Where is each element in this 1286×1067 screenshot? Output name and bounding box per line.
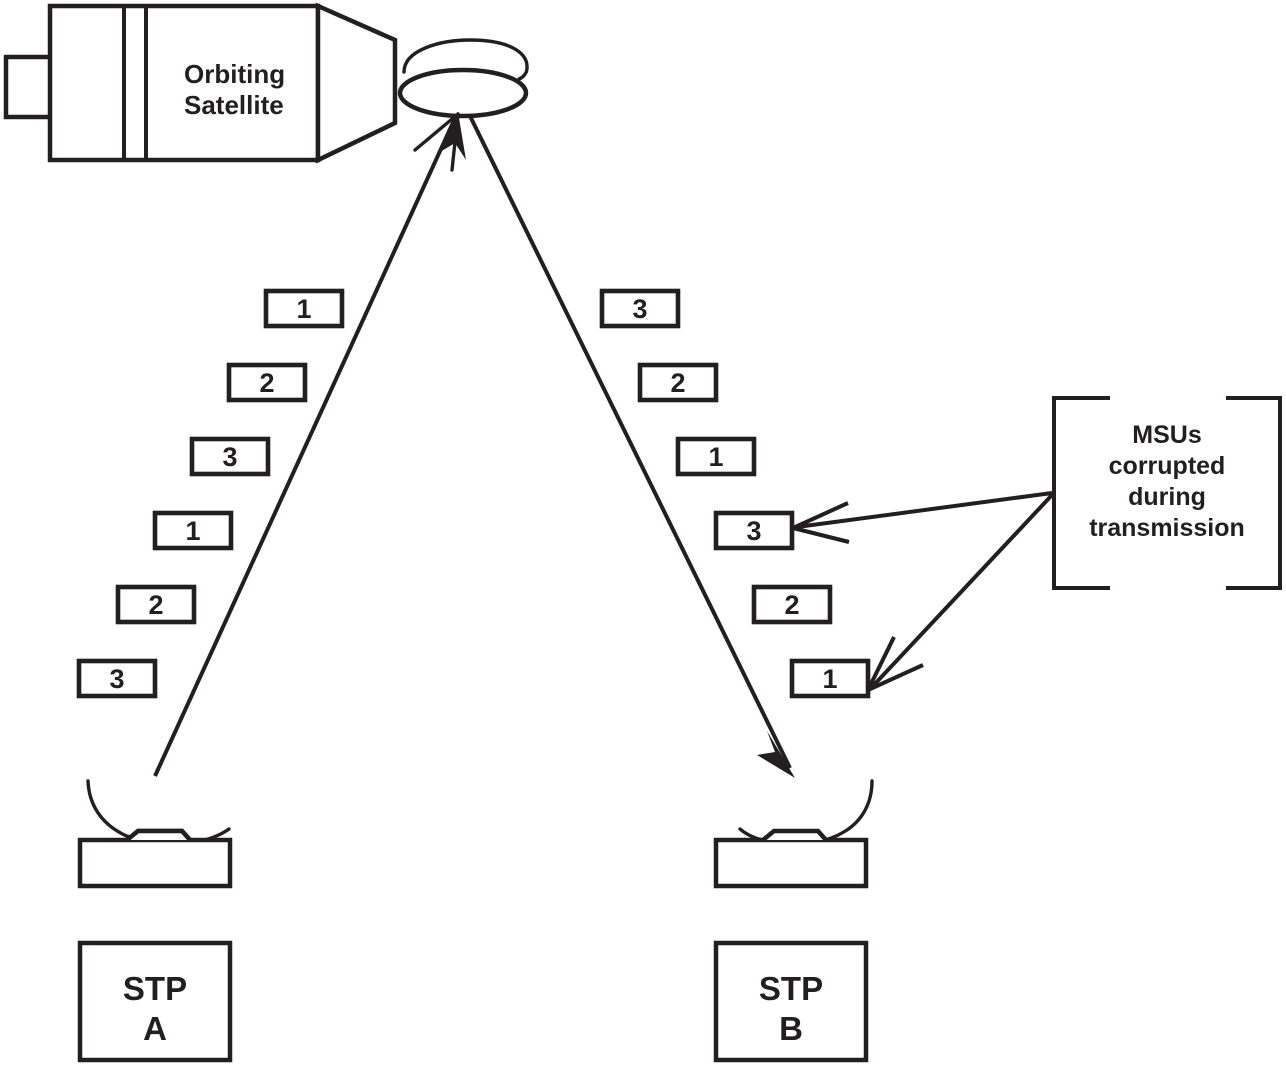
- corruption-annotation: MSUs corrupted during transmission: [1052, 396, 1282, 590]
- msu-label: 1: [822, 664, 837, 694]
- msu-box[interactable]: 1: [152, 510, 234, 551]
- uplink-msu-column: 1 2 3 1 2 3: [76, 288, 345, 699]
- msu-box-rect[interactable]: [675, 436, 757, 477]
- uplink-transmission-line: [153, 112, 466, 777]
- annotation-line1: MSUs: [1132, 421, 1201, 449]
- stp-a-label-line2: A: [143, 1010, 167, 1047]
- msu-box-rect[interactable]: [713, 510, 795, 551]
- stp-b-node[interactable]: STP B: [713, 940, 869, 1063]
- ground-station-a-mount-notch: [125, 828, 192, 842]
- msu-box-rect[interactable]: [789, 658, 871, 699]
- corruption-arrowhead-1-lower: [867, 663, 924, 692]
- msu-label: 2: [784, 590, 799, 620]
- stp-b-box[interactable]: [713, 940, 869, 1063]
- msu-box-corrupted[interactable]: 3: [713, 510, 795, 551]
- msu-box[interactable]: 2: [226, 362, 308, 403]
- msu-box-rect[interactable]: [189, 436, 271, 477]
- corruption-arrow-to-msu-1: [870, 493, 1054, 689]
- stp-a-box[interactable]: [77, 940, 233, 1063]
- msu-box[interactable]: 2: [115, 584, 197, 625]
- msu-label: 1: [185, 516, 200, 546]
- satellite-label-line2: Satellite: [184, 90, 284, 120]
- msu-box-rect[interactable]: [263, 288, 345, 329]
- corruption-arrowhead-1-upper: [866, 636, 896, 691]
- msu-label: 3: [109, 664, 124, 694]
- orbiting-satellite-group: Orbiting Satellite: [3, 2, 529, 172]
- downlink-msu-column: 3 2 1 3 2 1: [599, 288, 871, 699]
- corruption-arrowhead-3-lower: [792, 526, 850, 544]
- msu-label: 3: [746, 516, 761, 546]
- msu-box-rect[interactable]: [637, 362, 719, 403]
- msu-box-rect[interactable]: [226, 362, 308, 403]
- antenna-feed-line-1: [413, 112, 460, 152]
- annotation-line3: during: [1128, 483, 1206, 511]
- msu-box[interactable]: 1: [675, 436, 757, 477]
- satellite-label-line1: Orbiting: [184, 59, 285, 89]
- stp-b-label-line2: B: [779, 1010, 803, 1047]
- stp-a-node[interactable]: STP A: [77, 940, 233, 1063]
- msu-label: 3: [632, 294, 647, 324]
- msu-box-rect[interactable]: [76, 658, 158, 699]
- satellite-nose-cone: [315, 2, 398, 164]
- ground-station-b-mount-notch: [761, 828, 828, 842]
- msu-box[interactable]: 3: [189, 436, 271, 477]
- corruption-arrow-to-msu-3: [796, 491, 1053, 529]
- annotation-line2: corrupted: [1109, 452, 1226, 480]
- satellite-antenna-arc: [402, 38, 529, 81]
- downlink-path: [468, 115, 792, 769]
- msu-box-rect[interactable]: [599, 288, 681, 329]
- stp-a-label-line1: STP: [123, 970, 187, 1007]
- msu-box-corrupted[interactable]: 1: [789, 658, 871, 699]
- msu-box-rect[interactable]: [115, 584, 197, 625]
- msu-box[interactable]: 3: [76, 658, 158, 699]
- satellite-body: [47, 3, 321, 163]
- msu-box[interactable]: 2: [637, 362, 719, 403]
- msu-box[interactable]: 3: [599, 288, 681, 329]
- ground-station-a-base: [77, 828, 233, 889]
- ground-station-b-base: [713, 837, 869, 889]
- satellite-dish-antenna: [397, 67, 529, 119]
- msu-label: 3: [222, 442, 237, 472]
- downlink-arrowhead: [757, 731, 795, 778]
- ground-station-a: [77, 779, 233, 889]
- annotation-bracket-left: [1052, 396, 1110, 590]
- msu-label: 1: [296, 294, 311, 324]
- downlink-transmission-line: [468, 115, 795, 778]
- corruption-arrowhead-3-upper: [792, 501, 849, 530]
- msu-label: 2: [259, 368, 274, 398]
- msu-box-rect[interactable]: [751, 584, 833, 625]
- msu-label: 2: [148, 590, 163, 620]
- msu-box-rect[interactable]: [152, 510, 234, 551]
- annotation-bracket-right: [1226, 396, 1282, 590]
- annotation-line4: transmission: [1089, 514, 1245, 542]
- msu-label: 2: [670, 368, 685, 398]
- uplink-path: [153, 115, 458, 777]
- corruption-callout-arrows: [792, 491, 1054, 692]
- msu-box[interactable]: 1: [263, 288, 345, 329]
- ground-station-b: [713, 779, 874, 889]
- msu-box[interactable]: 2: [751, 584, 833, 625]
- stp-b-label-line1: STP: [759, 970, 823, 1007]
- uplink-arrowhead: [440, 112, 466, 160]
- msu-label: 1: [708, 442, 723, 472]
